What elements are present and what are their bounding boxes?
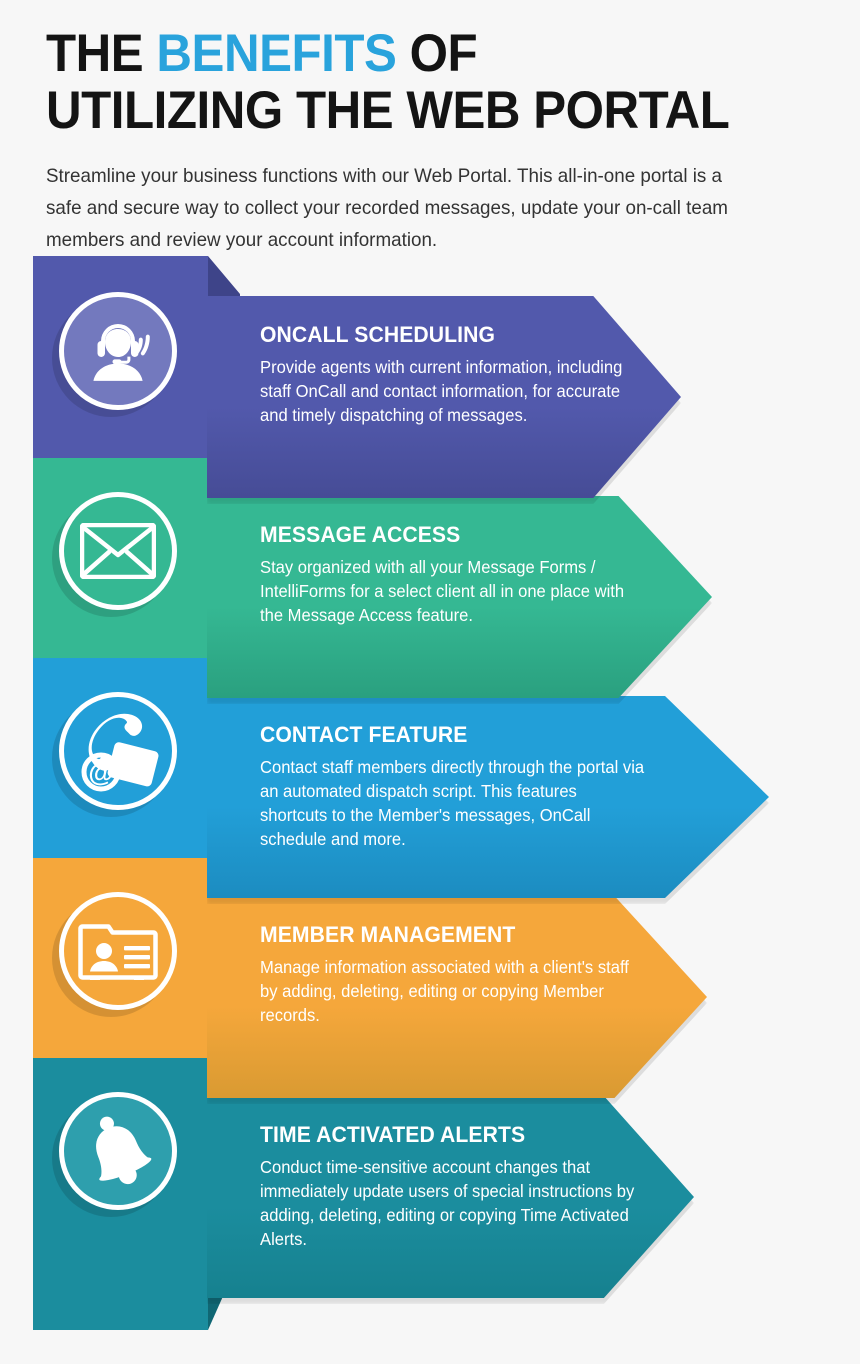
page-subtitle: Streamline your business functions with …	[46, 165, 728, 251]
benefit-description: Manage information associated with a cli…	[260, 957, 629, 1026]
benefit-arrow[interactable]: MESSAGE ACCESS Stay organized with all y…	[207, 496, 712, 698]
benefit-icon-column	[33, 256, 240, 458]
headset-operator-icon	[59, 292, 177, 410]
phone-envelope-at-icon: @	[59, 692, 177, 810]
benefit-arrow[interactable]: CONTACT FEATURE Contact staff members di…	[207, 696, 769, 898]
header: THE BENEFITS OF UTILIZING THE WEB PORTAL…	[46, 24, 836, 256]
benefit-arrow[interactable]: TIME ACTIVATED ALERTS Conduct time-sensi…	[207, 1096, 694, 1298]
id-card-icon	[59, 892, 177, 1010]
title-pre: THE	[46, 24, 157, 83]
benefit-description: Contact staff members directly through t…	[260, 757, 645, 850]
benefit-icon-column: @	[33, 656, 240, 858]
benefit-text: CONTACT FEATURE Contact staff members di…	[260, 722, 660, 851]
benefit-text: ONCALL SCHEDULING Provide agents with cu…	[260, 322, 660, 427]
benefit-title: TIME ACTIVATED ALERTS	[260, 1122, 526, 1147]
benefit-title: ONCALL SCHEDULING	[260, 322, 496, 347]
benefit-text: MESSAGE ACCESS Stay organized with all y…	[260, 522, 660, 627]
benefit-icon-column	[33, 856, 240, 1058]
tail-face	[33, 1258, 208, 1330]
benefit-text: TIME ACTIVATED ALERTS Conduct time-sensi…	[260, 1122, 660, 1251]
benefits-stack: ONCALL SCHEDULING Provide agents with cu…	[0, 256, 860, 1330]
benefit-title: MESSAGE ACCESS	[260, 522, 461, 547]
benefit-text: MEMBER MANAGEMENT Manage information ass…	[260, 922, 660, 1027]
page-title-line2: UTILIZING THE WEB PORTAL	[46, 80, 730, 140]
benefit-description: Provide agents with current information,…	[260, 357, 623, 426]
benefit-title: CONTACT FEATURE	[260, 722, 468, 747]
benefit-icon-column	[33, 1056, 240, 1258]
benefit-arrow[interactable]: ONCALL SCHEDULING Provide agents with cu…	[207, 296, 681, 498]
title-highlight: BENEFITS	[156, 24, 397, 83]
page-title: THE BENEFITS OF	[46, 24, 781, 83]
envelope-icon	[59, 492, 177, 610]
bell-icon	[59, 1092, 177, 1210]
benefit-title: MEMBER MANAGEMENT	[260, 922, 516, 947]
benefit-icon-column	[33, 456, 240, 658]
benefit-description: Conduct time-sensitive account changes t…	[260, 1157, 635, 1250]
title-post: OF	[396, 24, 478, 83]
svg-text:@: @	[88, 757, 113, 787]
benefit-description: Stay organized with all your Message For…	[260, 557, 625, 626]
benefit-arrow[interactable]: MEMBER MANAGEMENT Manage information ass…	[207, 896, 707, 1098]
